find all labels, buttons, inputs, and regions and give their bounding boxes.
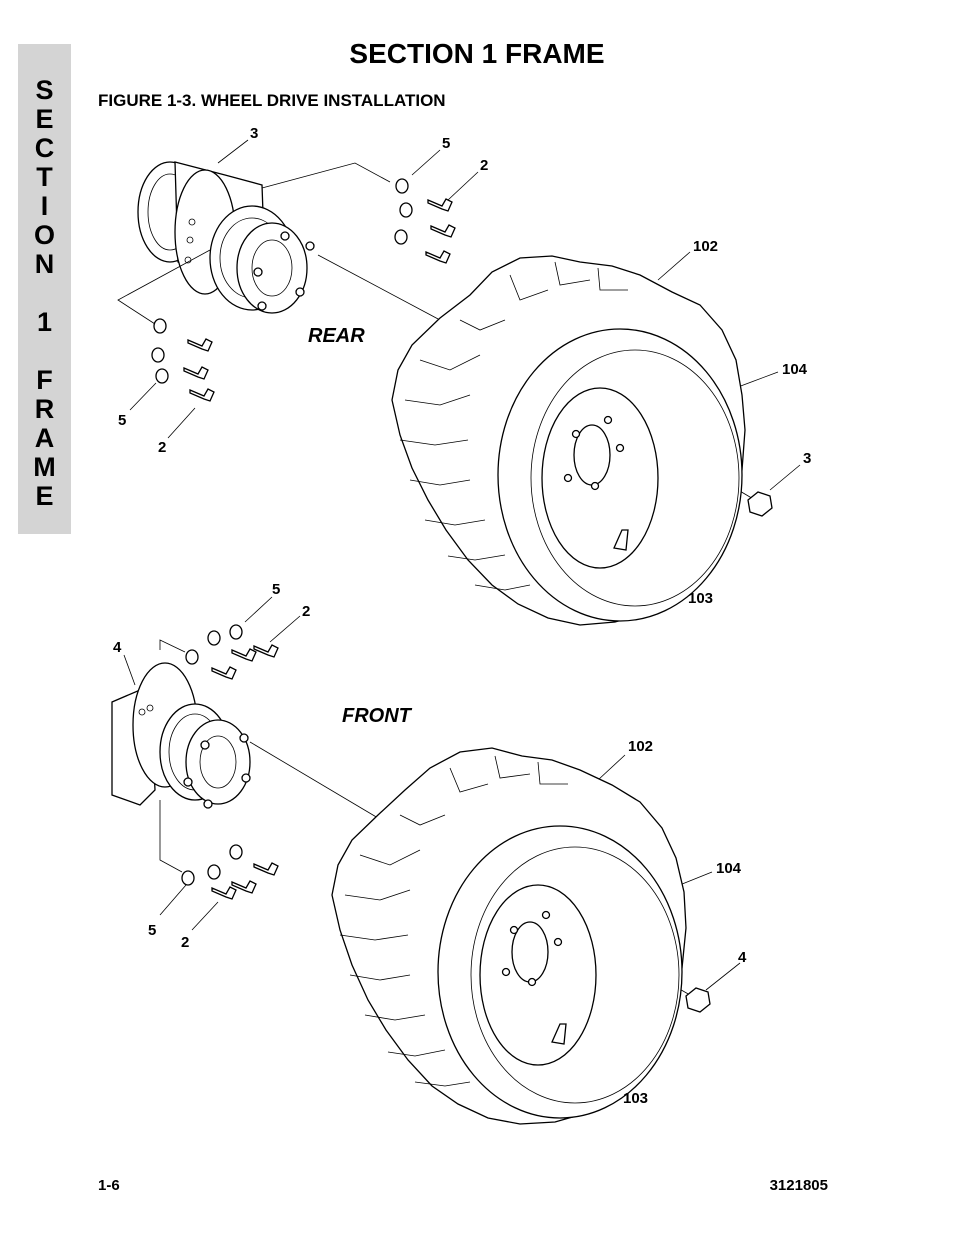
callout-label: 104 (782, 361, 808, 378)
side-tab-letter: S (35, 75, 54, 105)
callout-label: 3 (250, 125, 258, 142)
callout-label: 5 (272, 581, 280, 598)
rear-view-label: REAR (308, 325, 365, 347)
front-upper-fasteners (185, 624, 279, 680)
callout-label: 3 (803, 450, 811, 467)
callout-label: 102 (628, 738, 653, 755)
side-tab-letter: E (35, 481, 54, 511)
callout-label: 5 (442, 135, 450, 152)
front-lower-fasteners (181, 844, 279, 900)
side-tab-letter: N (34, 249, 55, 279)
front-drive-hub (111, 662, 251, 809)
rear-lower-fasteners (151, 318, 215, 402)
callout-label: 103 (623, 1090, 648, 1107)
side-tab-letter: E (35, 104, 54, 134)
callout-label: 5 (118, 412, 126, 429)
section-side-tab: S E C T I O N 1 F R A M E (18, 44, 71, 534)
callout-label: 2 (181, 934, 189, 951)
side-tab-letter: R (34, 394, 55, 424)
rear-upper-fasteners (394, 178, 456, 264)
callout-label: 102 (693, 238, 718, 255)
front-wheel-tire (331, 747, 711, 1125)
callout-label: 2 (480, 157, 488, 174)
side-tab-letter: I (40, 191, 49, 221)
document-number: 3121805 (769, 1177, 828, 1194)
side-tab-letter: F (36, 365, 53, 395)
page-title: SECTION 1 FRAME (349, 38, 605, 69)
front-view-label: FRONT (342, 705, 413, 727)
callout-label: 4 (738, 949, 747, 966)
callout-label: 103 (688, 590, 713, 607)
callout-label: 5 (148, 922, 156, 939)
rear-drive-hub (137, 161, 315, 314)
page-number: 1-6 (98, 1177, 120, 1194)
side-tab-letter: O (33, 220, 55, 250)
figure-caption: FIGURE 1-3. WHEEL DRIVE INSTALLATION (98, 91, 446, 110)
callout-label: 4 (113, 639, 122, 656)
side-tab-letter: A (34, 423, 55, 453)
side-tab-letter: 1 (36, 307, 53, 337)
side-tab-letter: T (36, 162, 53, 192)
callout-label: 104 (716, 860, 742, 877)
callout-label: 2 (158, 439, 166, 456)
side-tab-letter: C (34, 133, 55, 163)
side-tab-letter: M (33, 452, 56, 482)
callout-label: 2 (302, 603, 310, 620)
rear-wheel-tire (391, 255, 773, 626)
